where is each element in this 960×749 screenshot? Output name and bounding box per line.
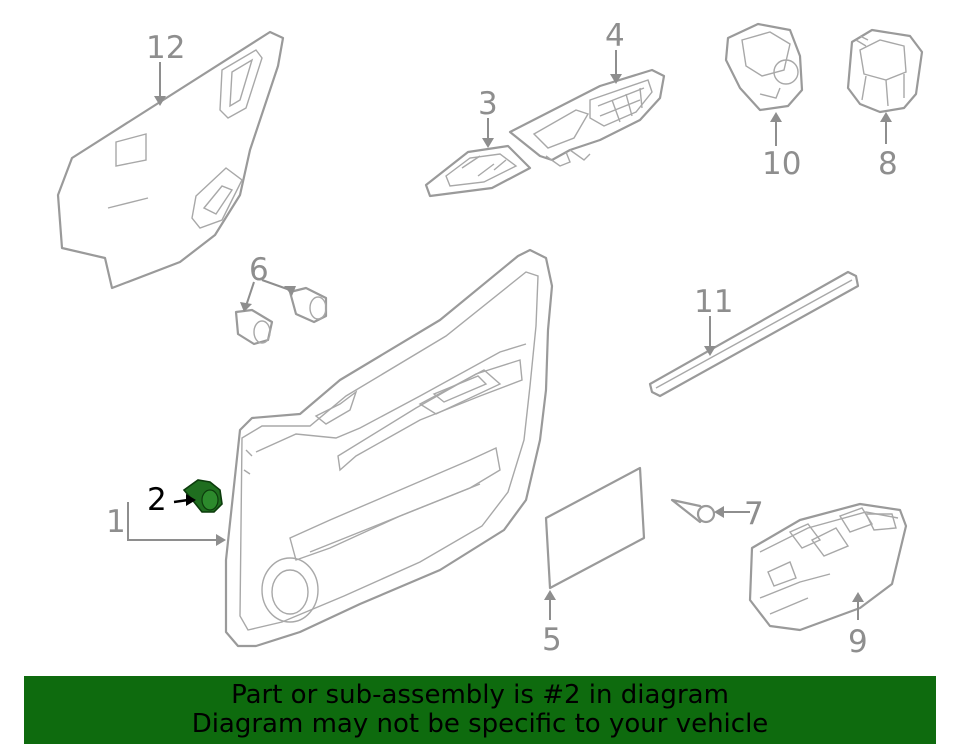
callout-9: 9: [848, 624, 868, 660]
banner-line-2: Diagram may not be specific to your vehi…: [191, 709, 769, 739]
callout-4: 4: [605, 18, 625, 54]
part-5-water-shield[interactable]: [544, 466, 646, 590]
callout-3: 3: [478, 86, 498, 122]
part-9-master-switch[interactable]: [748, 502, 908, 632]
callout-11: 11: [694, 284, 733, 320]
part-2-highlighted-clip[interactable]: [182, 479, 223, 513]
callout-10: 10: [762, 146, 801, 182]
banner-line-1: Part or sub-assembly is #2 in diagram: [231, 680, 729, 710]
part-8-window-switch[interactable]: [846, 28, 924, 114]
part-10-mirror-switch[interactable]: [724, 22, 804, 112]
callout-6: 6: [249, 252, 269, 288]
part-12-rear-door-panel[interactable]: [56, 30, 285, 290]
part-3-switch-bezel[interactable]: [424, 144, 532, 198]
info-banner: Part or sub-assembly is #2 in diagram Di…: [24, 676, 936, 744]
part-11-weatherstrip[interactable]: [648, 270, 860, 398]
callout-7: 7: [744, 496, 764, 532]
part-4-armrest-bezel[interactable]: [508, 68, 666, 167]
part-6-clips[interactable]: [234, 286, 328, 346]
callout-1: 1: [106, 504, 126, 540]
part-1-front-door-panel[interactable]: [224, 248, 554, 648]
callout-5: 5: [542, 622, 562, 658]
leader-lines: [127, 50, 892, 620]
callout-2: 2: [147, 482, 167, 518]
callout-12: 12: [146, 30, 185, 66]
part-7-screw[interactable]: [670, 498, 716, 524]
callout-8: 8: [878, 146, 898, 182]
